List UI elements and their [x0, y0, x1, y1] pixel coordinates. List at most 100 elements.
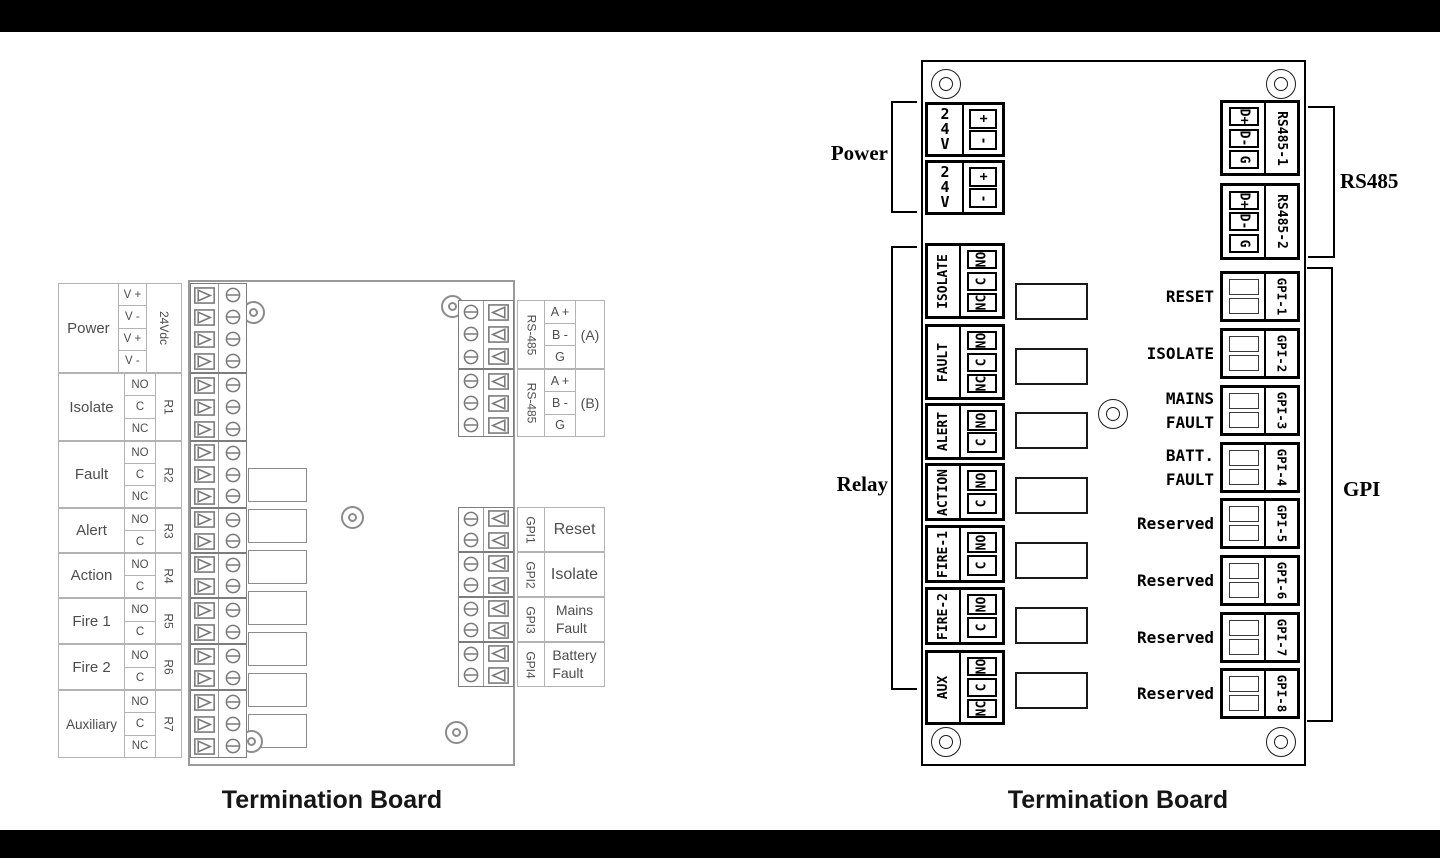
gpi-connector-8: GPI-8	[1220, 668, 1300, 719]
terminal-block-r3	[190, 508, 247, 553]
gpi-function-label: Reset	[553, 520, 596, 538]
clamp-terminal-icon	[194, 487, 215, 505]
terminal-block-power	[190, 283, 247, 373]
relay-component	[1015, 672, 1088, 709]
pin-label: V +	[118, 329, 146, 351]
mounting-hole	[931, 69, 961, 99]
pin-dplus: D+	[1228, 107, 1259, 127]
rs485-bracket	[1308, 106, 1335, 258]
relay-component	[248, 509, 307, 543]
terminal-cell	[1228, 336, 1259, 352]
connector-name: R5	[161, 613, 176, 629]
connector-name: RS485-2	[1264, 186, 1297, 257]
clamp-terminal-icon	[194, 577, 215, 595]
screw-terminal-icon	[463, 327, 479, 342]
pin-negative: -	[969, 130, 997, 151]
screw-terminal-icon	[225, 331, 240, 347]
gpi-bracket	[1307, 267, 1333, 722]
screw-terminal-icon	[225, 512, 240, 528]
pin-list: A +B -G	[545, 370, 576, 436]
terminal-block-rs485-b	[458, 369, 514, 437]
terminal-cell	[1228, 676, 1259, 692]
relay-section-label: Relay	[836, 472, 888, 496]
pin-label: NC	[131, 490, 149, 503]
screw-terminal-icon	[225, 421, 240, 437]
screw-terminal-icon	[225, 557, 240, 573]
rs485-a-table: RS-485 A +B -G (A)	[517, 300, 605, 369]
terminal-cell	[1228, 279, 1259, 295]
row-label: Alert	[59, 509, 125, 552]
connector-name: FAULT	[928, 327, 961, 397]
gpi-connector-6: GPI-6	[1220, 555, 1300, 606]
screw-terminal-icon	[225, 670, 240, 686]
pin-label: NO	[125, 509, 155, 531]
terminal-block-rs485-a	[458, 300, 514, 369]
pin-label: C	[135, 672, 145, 685]
terminal-cell	[1228, 355, 1259, 371]
clamp-terminal-icon	[194, 556, 215, 574]
screw-terminal-icon	[225, 467, 240, 482]
terminal-cell	[1228, 469, 1259, 485]
connector-name: 24V	[928, 163, 964, 212]
pin-list	[1223, 671, 1264, 716]
clamp-terminal-icon	[488, 416, 509, 434]
pin-label: A +	[545, 301, 575, 324]
pin-nc: NC	[966, 292, 997, 312]
pin-label: C	[135, 626, 145, 639]
pin-list	[1223, 274, 1264, 319]
connector-name: GPI-5	[1264, 501, 1297, 546]
gpi-connector-4: GPI-4	[1220, 442, 1300, 493]
terminal-cell	[1228, 639, 1259, 655]
relay-component	[1015, 348, 1088, 385]
relay-component	[1015, 412, 1088, 449]
terminal-cell	[1228, 620, 1259, 636]
clamp-terminal-icon	[194, 511, 215, 529]
pin-no: NO	[966, 594, 997, 615]
row-label: Isolate	[59, 374, 125, 440]
pin-label: G	[555, 418, 565, 433]
pin-c: C	[966, 617, 997, 638]
pin-no: NO	[966, 470, 997, 491]
pin-no: NO	[966, 532, 997, 553]
clamp-terminal-icon	[488, 555, 509, 573]
screw-terminal-icon	[463, 622, 479, 638]
connector-name: RS485-1	[1264, 103, 1297, 173]
connector-name: GPI-1	[1264, 274, 1297, 319]
terminal-block-r4	[190, 553, 247, 598]
pin-list	[1223, 331, 1264, 376]
pin-label: A +	[545, 370, 575, 393]
screw-terminal-icon	[463, 373, 479, 389]
connector-name: ISOLATE	[928, 246, 961, 316]
connector-name: 24Vdc	[156, 310, 171, 346]
clamp-terminal-icon	[194, 693, 215, 711]
relay-component	[248, 673, 307, 707]
clamp-terminal-icon	[488, 576, 509, 594]
row-label: Auxiliary	[59, 691, 125, 757]
top-letterbox-bar	[0, 0, 1440, 32]
gpi1-table: GPI1 Reset	[517, 507, 605, 552]
screw-terminal-icon	[463, 601, 479, 617]
pin-nc: NC	[966, 699, 997, 718]
clamp-terminal-icon	[194, 286, 215, 304]
table-row-power: Power V +V -V +V - 24Vdc	[58, 283, 182, 373]
clamp-terminal-icon	[488, 621, 509, 639]
pin-label: NC	[131, 423, 149, 436]
terminal-block-gpi2	[458, 552, 514, 597]
relay-bracket	[891, 246, 917, 690]
relay-component	[1015, 607, 1088, 644]
power-section-label: Power	[830, 141, 888, 165]
gpi4-table: GPI4 Battery Fault	[517, 642, 605, 687]
connector-name: GPI-3	[1264, 388, 1297, 433]
gpi-function-label: ISOLATE	[1146, 344, 1214, 363]
row-label: Fire 2	[59, 645, 125, 689]
terminal-block-r5	[190, 598, 247, 644]
gpi-function-label: RESET	[1165, 287, 1214, 306]
